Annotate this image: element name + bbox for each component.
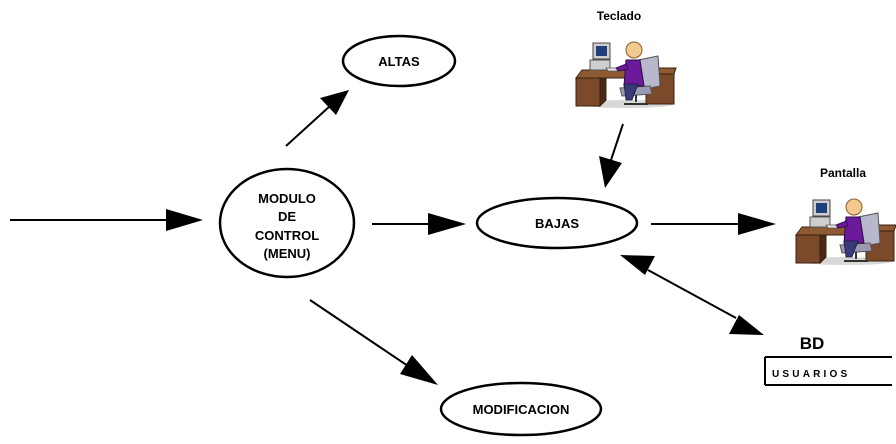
control-module-label-line-2: DE (278, 209, 296, 224)
device-screen: Pantalla (795, 166, 896, 266)
arrow-bajas-database-bidirectional (620, 255, 764, 335)
database-label: USUARIOS (772, 369, 850, 380)
database-usuarios: BD USUARIOS (764, 334, 892, 386)
control-module-label-line-4: (MENU) (264, 246, 311, 261)
control-module-label-line-3: CONTROL (255, 228, 319, 243)
altas-label: ALTAS (378, 54, 420, 69)
node-bajas: BAJAS (475, 196, 639, 250)
screen-caption: Pantalla (820, 166, 866, 180)
node-modificacion: MODIFICACION (439, 381, 603, 437)
arrow-control-to-modificacion (309, 299, 438, 385)
user-at-desk-icon (575, 41, 677, 109)
arrow-control-to-altas (285, 90, 349, 147)
entry-arrow (10, 209, 203, 231)
bajas-label: BAJAS (535, 216, 579, 231)
bajas-shape (475, 196, 639, 250)
arrow-bajas-to-screen (651, 213, 776, 235)
control-module-label-line-1: MODULO (258, 191, 316, 206)
keyboard-caption: Teclado (597, 9, 641, 23)
arrow-keyboard-to-bajas (599, 123, 624, 188)
user-at-desk-icon (795, 198, 896, 266)
control-module-shape (218, 167, 356, 279)
modificacion-label: MODIFICACION (473, 402, 570, 417)
altas-shape (341, 34, 457, 88)
database-title: BD (800, 334, 825, 353)
device-keyboard: Teclado (575, 9, 677, 109)
arrow-control-to-bajas (372, 213, 466, 235)
modificacion-shape (439, 381, 603, 437)
node-control-module: MODULO DE CONTROL (MENU) (218, 167, 356, 279)
node-altas: ALTAS (341, 34, 457, 88)
